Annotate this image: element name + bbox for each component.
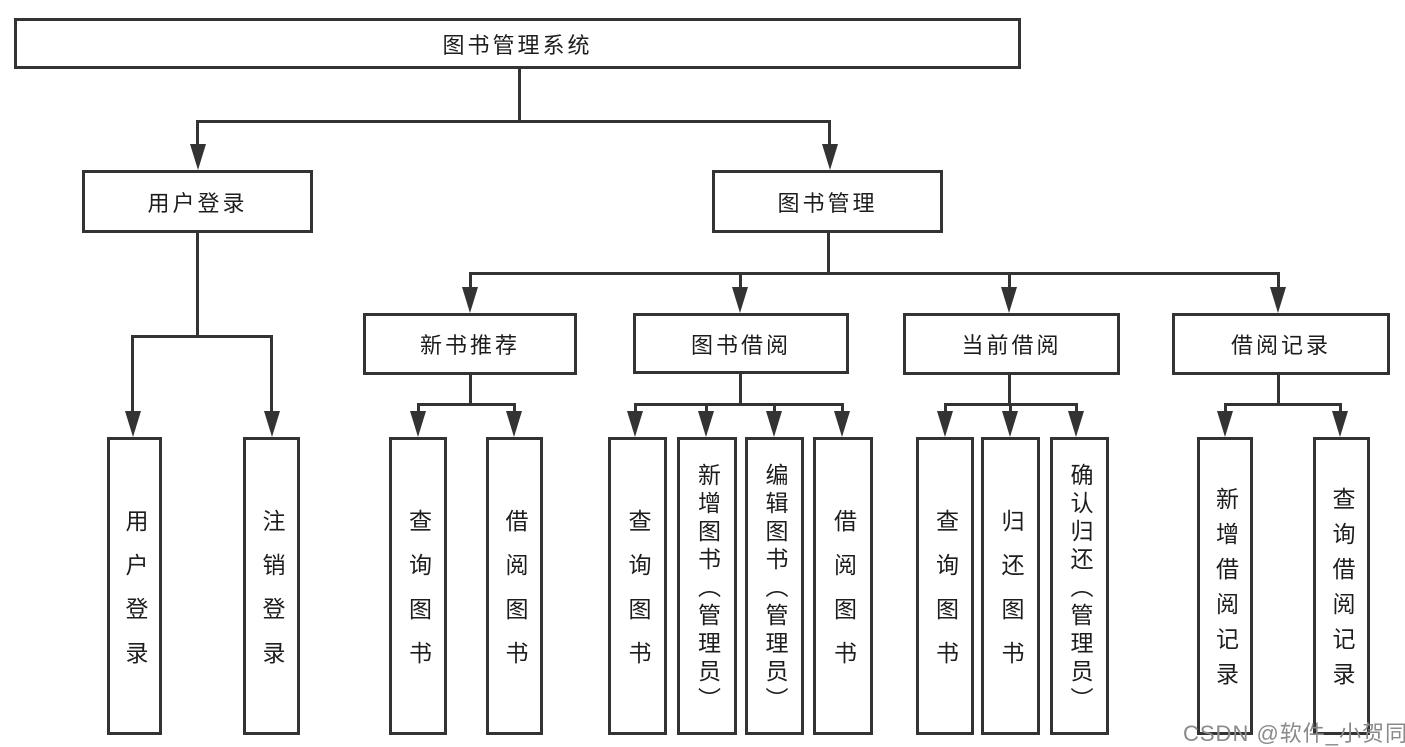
arrowhead-bb-add — [698, 411, 714, 437]
node-current-borrow-label: 当前借阅 — [961, 333, 1062, 358]
connector-arm-book-management — [828, 120, 831, 146]
node-book-management: 图书管理 — [712, 170, 943, 233]
connector-arm-user-login — [196, 120, 199, 146]
arrowhead-br-query — [1332, 411, 1348, 437]
leaf-logout-label: 注销登录 — [259, 508, 285, 685]
arrowhead-bb-query — [627, 411, 643, 437]
leaf-bb-edit-book: 编辑图书（管理员） — [745, 437, 804, 735]
connector-arm-cb-confirm — [1075, 403, 1078, 411]
leaf-cb-return-book: 归还图书 — [981, 437, 1040, 735]
connector-arm-br-query — [1339, 403, 1342, 411]
connector-nbr-stem — [469, 375, 472, 403]
leaf-cb-query-book-label: 查询图书 — [932, 508, 959, 685]
node-new-book-recommend-label: 新书推荐 — [419, 333, 520, 358]
leaf-bb-borrow-book: 借阅图书 — [813, 437, 873, 735]
arrowhead-new-book-recommend — [462, 287, 478, 313]
arrowhead-book-borrow — [732, 287, 748, 313]
connector-arm-bb-add — [705, 403, 708, 411]
node-root-label: 图书管理系统 — [442, 32, 593, 58]
arrowhead-cb-confirm — [1068, 411, 1084, 437]
connector-user-login-stem — [196, 233, 199, 335]
leaf-logout: 注销登录 — [243, 437, 300, 735]
connector-arm-book-borrow — [739, 272, 742, 287]
arrowhead-cb-query — [937, 411, 953, 437]
connector-arm-leaf-logout — [270, 335, 273, 411]
connector-arm-cb-query — [944, 403, 947, 411]
node-book-management-label: 图书管理 — [777, 190, 878, 216]
connector-arm-new-book-recommend — [469, 272, 472, 287]
connector-book-management-bar — [469, 272, 1280, 275]
arrowhead-current-borrow — [1001, 287, 1017, 313]
connector-nbr-bar — [417, 403, 516, 406]
connector-arm-cb-return — [1009, 403, 1012, 411]
arrowhead-leaf-logout — [264, 411, 280, 437]
node-book-borrow: 图书借阅 — [633, 313, 849, 374]
connector-bb-stem — [739, 374, 742, 403]
leaf-bb-add-book-label: 新增图书（管理员） — [694, 462, 721, 715]
node-book-borrow-label: 图书借阅 — [690, 332, 791, 358]
arrowhead-user-login — [190, 144, 206, 170]
arrowhead-nbr-query — [410, 411, 426, 437]
connector-cb-stem — [1008, 375, 1011, 403]
node-new-book-recommend: 新书推荐 — [363, 313, 577, 375]
connector-book-management-stem — [827, 233, 830, 272]
leaf-cb-confirm-return: 确认归还（管理员） — [1050, 437, 1109, 735]
node-root: 图书管理系统 — [14, 18, 1021, 69]
connector-arm-bb-borrow — [841, 403, 844, 411]
connector-arm-borrow-record — [1277, 272, 1280, 287]
node-borrow-record: 借阅记录 — [1172, 313, 1390, 375]
arrowhead-cb-return — [1002, 411, 1018, 437]
leaf-nbr-query-book: 查询图书 — [389, 437, 447, 735]
node-user-login-label: 用户登录 — [147, 190, 248, 216]
arrowhead-nbr-borrow — [506, 411, 522, 437]
arrowhead-bb-edit — [766, 411, 782, 437]
connector-bb-bar — [634, 403, 843, 406]
leaf-nbr-borrow-book-label: 借阅图书 — [502, 508, 528, 685]
leaf-cb-return-book-label: 归还图书 — [998, 508, 1024, 685]
leaf-cb-query-book: 查询图书 — [916, 437, 974, 735]
connector-br-stem — [1277, 375, 1280, 403]
leaf-br-query-record: 查询借阅记录 — [1313, 437, 1370, 735]
connector-user-login-bar — [131, 335, 273, 338]
connector-arm-bb-edit — [773, 403, 776, 411]
arrowhead-book-management — [822, 144, 838, 170]
leaf-br-query-record-label: 查询借阅记录 — [1329, 487, 1355, 697]
arrowhead-bb-borrow — [834, 411, 850, 437]
leaf-bb-query-book: 查询图书 — [608, 437, 667, 735]
connector-arm-br-add — [1224, 403, 1227, 411]
leaf-br-add-record-label: 新增借阅记录 — [1212, 487, 1239, 697]
connector-br-bar — [1224, 403, 1342, 406]
leaf-user-login-label: 用户登录 — [122, 508, 148, 685]
connector-arm-leaf-user-login — [131, 335, 134, 411]
arrowhead-borrow-record — [1270, 287, 1286, 313]
leaf-cb-confirm-return-label: 确认归还（管理员） — [1067, 462, 1093, 715]
arrowhead-br-add — [1217, 411, 1233, 437]
leaf-bb-query-book-label: 查询图书 — [625, 508, 651, 685]
leaf-bb-edit-book-label: 编辑图书（管理员） — [762, 462, 788, 715]
connector-root-stem — [518, 69, 521, 120]
leaf-user-login: 用户登录 — [107, 437, 162, 735]
csdn-watermark: CSDN @软件_小贺同学 — [1183, 721, 1405, 746]
node-user-login: 用户登录 — [82, 170, 313, 233]
leaf-bb-borrow-book-label: 借阅图书 — [830, 508, 857, 685]
connector-arm-bb-query — [634, 403, 637, 411]
leaf-bb-add-book: 新增图书（管理员） — [677, 437, 737, 735]
connector-arm-current-borrow — [1008, 272, 1011, 287]
node-current-borrow: 当前借阅 — [903, 313, 1120, 375]
leaf-nbr-query-book-label: 查询图书 — [405, 508, 432, 685]
node-borrow-record-label: 借阅记录 — [1230, 333, 1331, 358]
connector-arm-nbr-borrow — [513, 403, 516, 411]
connector-arm-nbr-query — [417, 403, 420, 411]
connector-root-bar — [196, 120, 831, 123]
leaf-nbr-borrow-book: 借阅图书 — [486, 437, 543, 735]
leaf-br-add-record: 新增借阅记录 — [1197, 437, 1253, 735]
arrowhead-leaf-user-login — [125, 411, 141, 437]
